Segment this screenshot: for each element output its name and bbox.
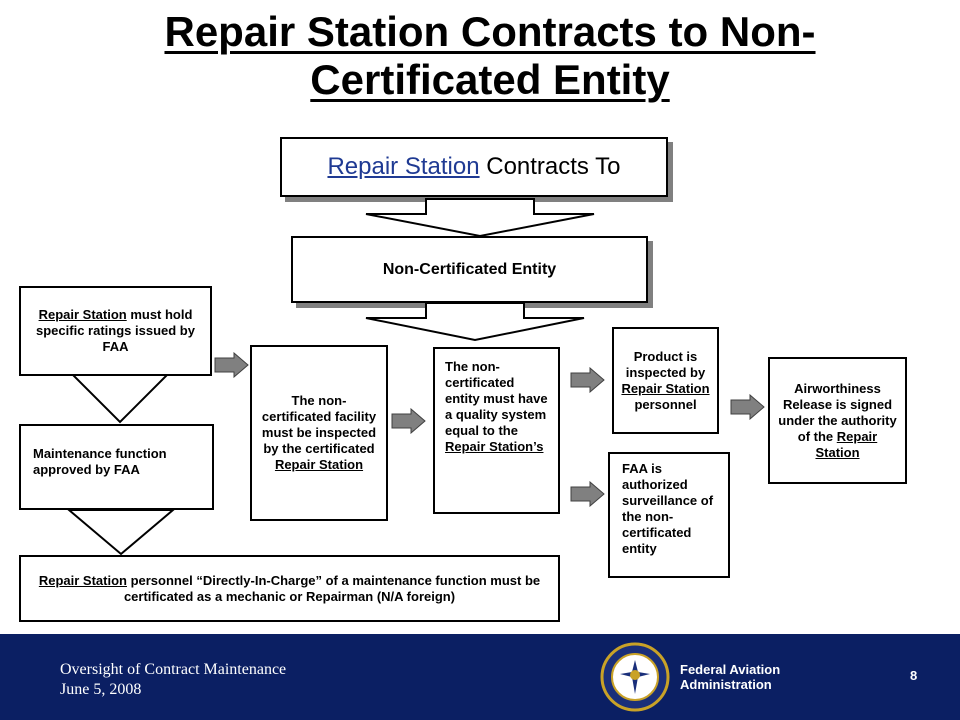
airworthiness-release-text: Airworthiness Release is signed under th… bbox=[778, 380, 897, 444]
down-arrow-large-1 bbox=[365, 198, 595, 238]
contracts-to-link[interactable]: Repair Station bbox=[327, 153, 480, 180]
faa-agency-name: Federal Aviation Administration bbox=[680, 662, 780, 692]
contracts-to-text: Contracts To bbox=[479, 153, 621, 180]
quality-system-link[interactable]: Repair Station’s bbox=[445, 439, 544, 454]
footer-bar: Oversight of Contract Maintenance June 5… bbox=[0, 634, 960, 720]
right-arrow-3 bbox=[570, 367, 605, 393]
non-certificated-entity-label: Non-Certificated Entity bbox=[382, 260, 557, 278]
product-inspected-link[interactable]: Repair Station bbox=[621, 380, 710, 396]
facility-inspected-box: The non-certificated facility must be in… bbox=[250, 345, 388, 521]
quality-system-text: The non-certificated entity must have a … bbox=[445, 359, 548, 438]
right-arrow-5 bbox=[730, 394, 765, 420]
ratings-link[interactable]: Repair Station bbox=[38, 307, 127, 322]
maintenance-function-label: Maintenance function approved by FAA bbox=[33, 446, 167, 477]
faa-agency-line-1: Federal Aviation bbox=[680, 662, 781, 677]
down-arrow-large-2 bbox=[365, 302, 585, 342]
contracts-to-box: Repair Station Contracts To bbox=[280, 137, 668, 197]
footer-subtitle: Oversight of Contract Maintenance June 5… bbox=[60, 660, 286, 700]
right-arrow-4 bbox=[570, 481, 605, 507]
faa-surveillance-label: FAA is authorized surveillance of the no… bbox=[622, 461, 714, 556]
footer-date: June 5, 2008 bbox=[60, 681, 142, 698]
directly-in-charge-text: personnel “Directly-In-Charge” of a main… bbox=[123, 572, 541, 604]
right-arrow-2 bbox=[391, 408, 426, 434]
slide-title: Repair Station Contracts to Non- Certifi… bbox=[90, 8, 890, 104]
product-inspected-box: Product is inspected by Repair Station p… bbox=[612, 327, 719, 434]
faa-agency-line-2: Administration bbox=[680, 677, 772, 692]
directly-in-charge-box: Repair Station personnel “Directly-In-Ch… bbox=[19, 555, 560, 622]
airworthiness-release-link[interactable]: Repair Station bbox=[815, 428, 878, 460]
facility-inspected-link[interactable]: Repair Station bbox=[274, 457, 364, 472]
right-arrow-1 bbox=[214, 352, 249, 378]
airworthiness-release-box: Airworthiness Release is signed under th… bbox=[768, 357, 907, 484]
footer-presentation-title: Oversight of Contract Maintenance bbox=[60, 661, 287, 678]
faa-seal-logo bbox=[600, 642, 670, 712]
down-arrow-left-1 bbox=[70, 374, 170, 424]
faa-surveillance-box: FAA is authorized surveillance of the no… bbox=[608, 452, 730, 578]
facility-inspected-text: The non-certificated facility must be in… bbox=[261, 393, 377, 456]
product-inspected-text-2: personnel bbox=[634, 396, 697, 412]
down-arrow-left-2 bbox=[66, 509, 176, 556]
non-certificated-entity-box: Non-Certificated Entity bbox=[291, 236, 648, 303]
product-inspected-text-1: Product is inspected by bbox=[625, 348, 706, 380]
ratings-box: Repair Station must hold specific rating… bbox=[19, 286, 212, 376]
page-number: 8 bbox=[910, 668, 918, 683]
quality-system-box: The non-certificated entity must have a … bbox=[433, 347, 560, 514]
maintenance-function-box: Maintenance function approved by FAA bbox=[19, 424, 214, 510]
title-line-2: Certificated Entity bbox=[310, 56, 670, 103]
ratings-text: must hold specific ratings issued by FAA bbox=[36, 307, 195, 354]
directly-in-charge-link[interactable]: Repair Station bbox=[38, 572, 127, 588]
title-line-1: Repair Station Contracts to Non- bbox=[164, 8, 816, 55]
